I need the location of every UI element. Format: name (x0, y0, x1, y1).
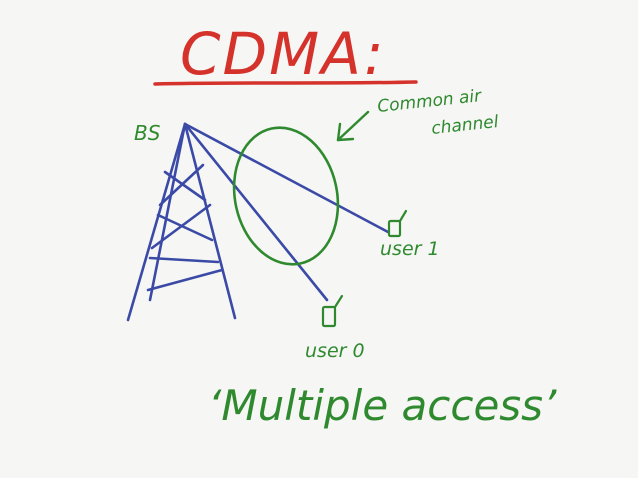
base-station-tower (126, 122, 237, 322)
tower-cross-4 (150, 203, 212, 250)
user-1-label: user 1 (380, 238, 440, 260)
user-0-label: user 0 (305, 340, 365, 362)
tower-left-leg (126, 122, 187, 322)
channel-label-line2: channel (430, 112, 499, 139)
caption: ‘Multiple access’ (208, 381, 557, 430)
tower-cross-5 (148, 256, 220, 264)
radio-links (183, 122, 390, 302)
channel-label-line1: Common air (376, 86, 483, 117)
link-to-user-1 (183, 122, 390, 234)
base-station-label: BS (134, 121, 161, 145)
user-0-handset-icon (321, 294, 344, 328)
common-air-channel-ellipse (232, 126, 340, 266)
tower-cross-3 (156, 213, 214, 242)
user-1-handset-icon (387, 209, 408, 238)
tower-cross-2 (158, 163, 205, 207)
link-to-user-0 (183, 122, 329, 302)
tower-inner-leg (148, 122, 187, 302)
title-underline (153, 80, 418, 86)
title: CDMA: (180, 20, 386, 88)
channel-arrow (336, 110, 370, 142)
tower-cross-1 (163, 170, 207, 202)
tower-cross-6 (146, 268, 224, 292)
tower-right-leg (183, 122, 237, 320)
